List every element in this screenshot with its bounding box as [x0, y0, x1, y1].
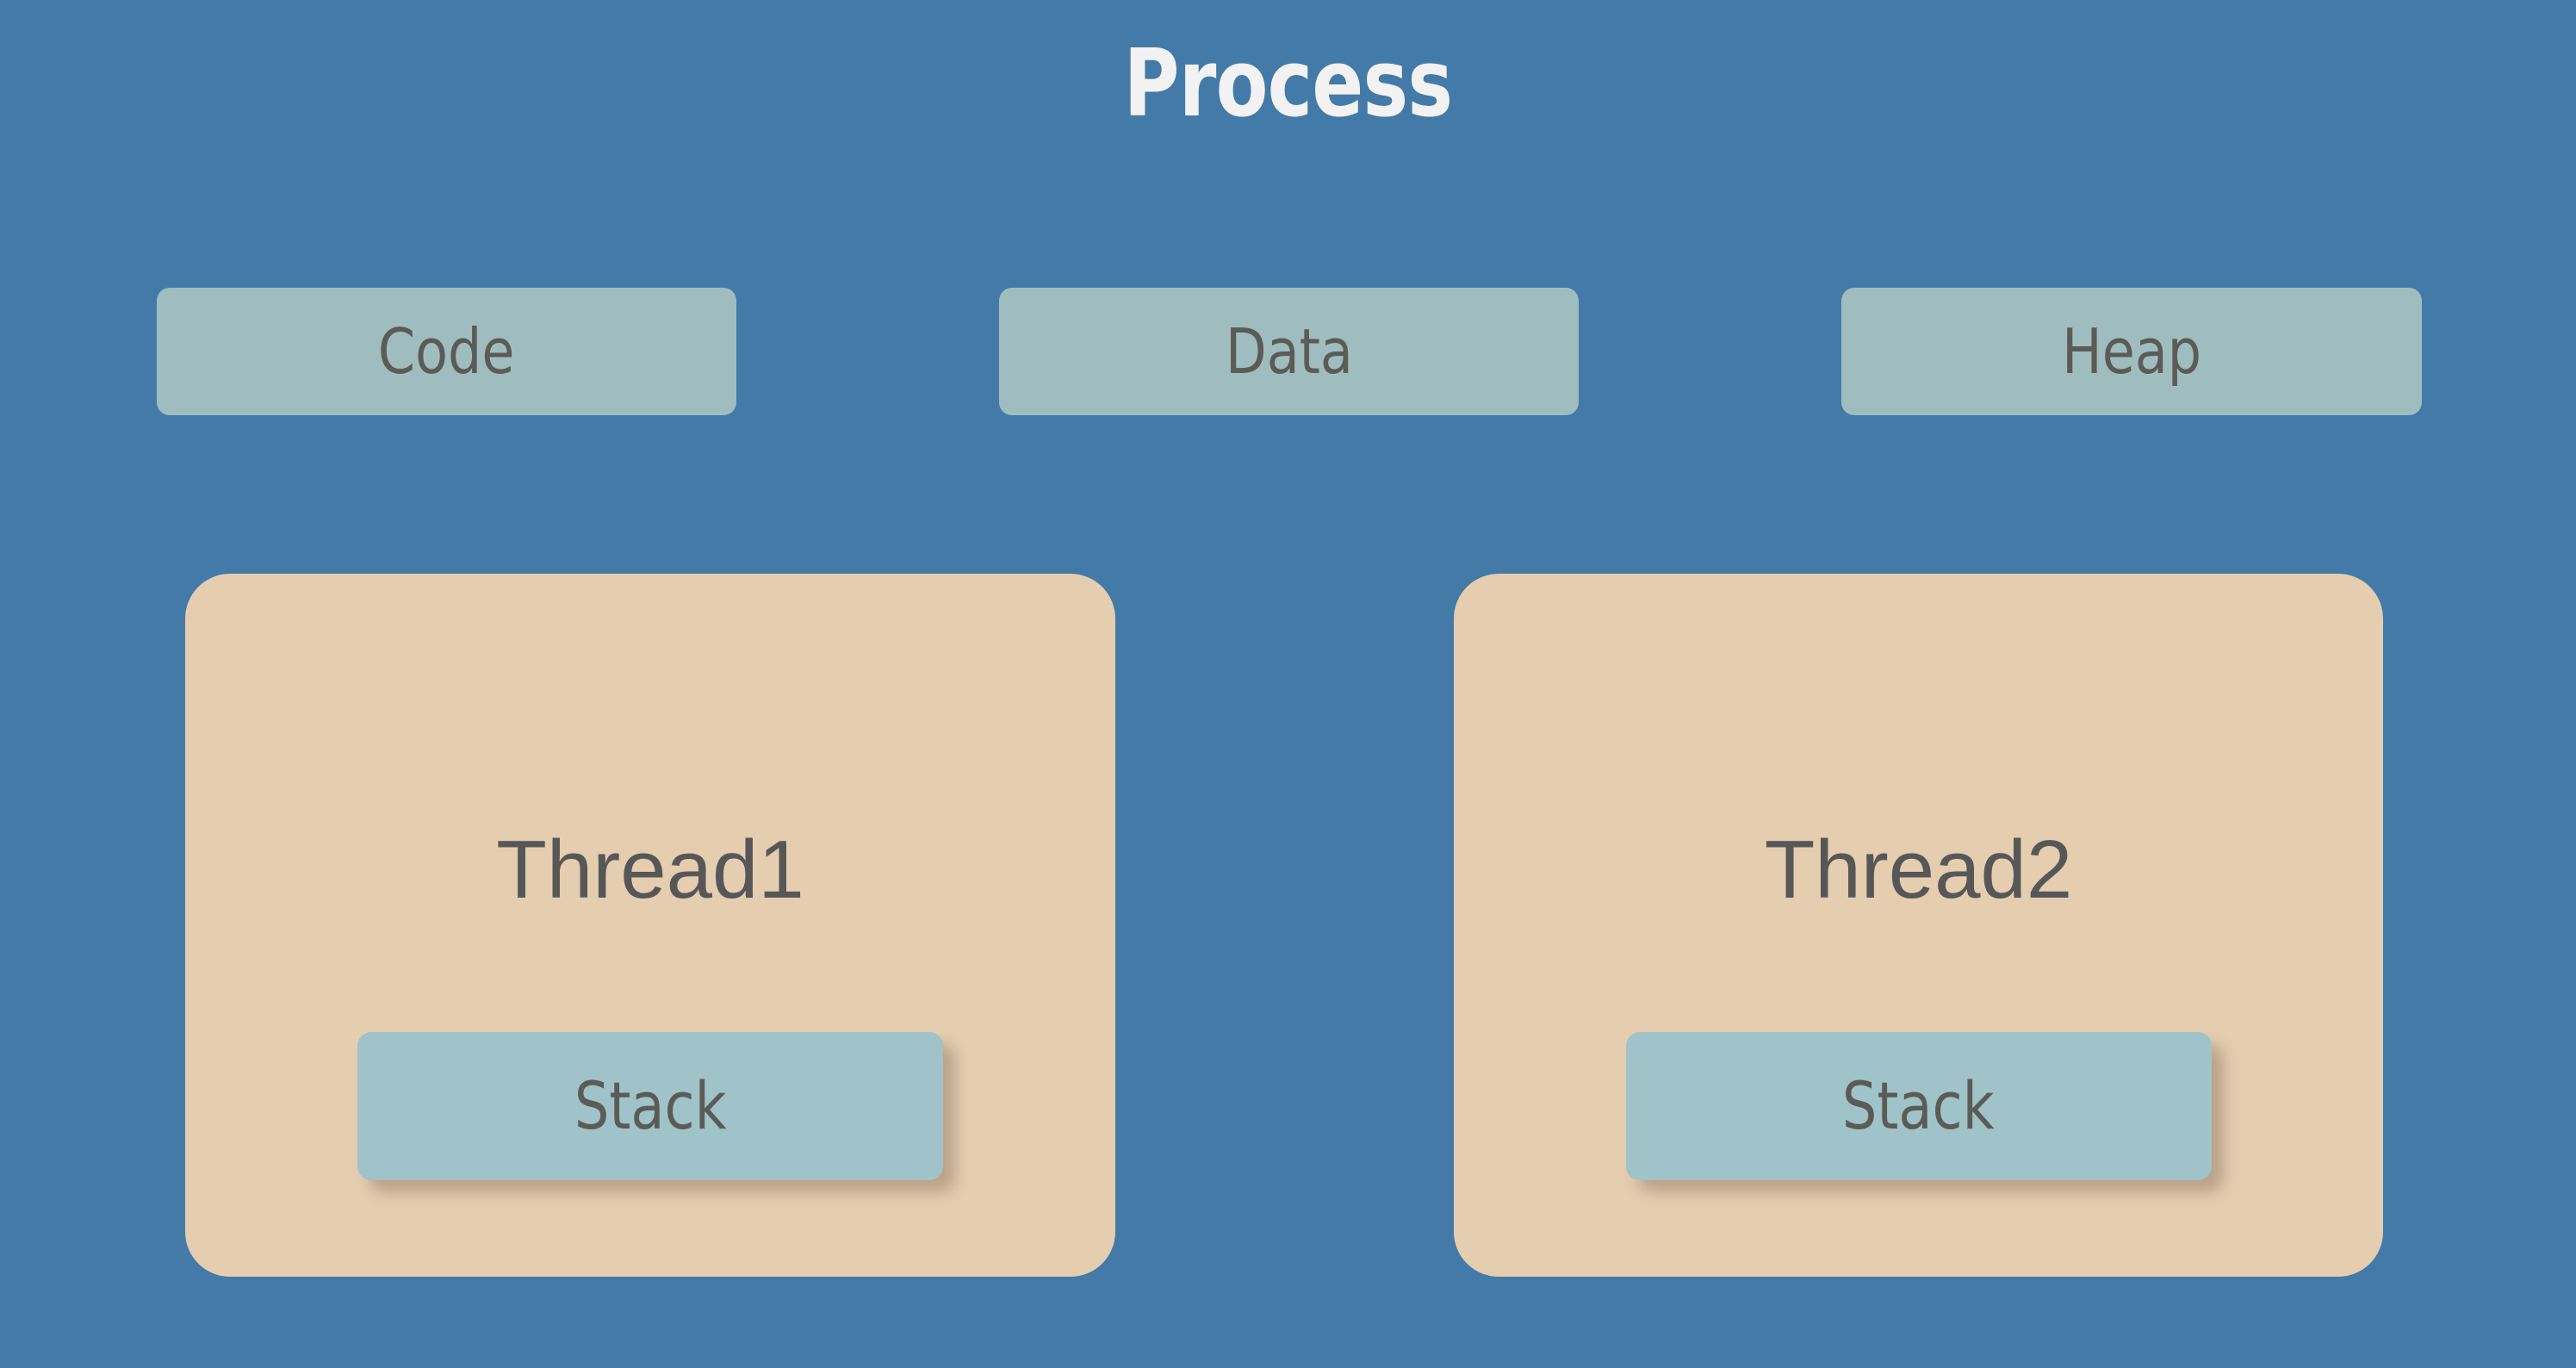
- thread-box-2[interactable]: Thread2 Stack: [1454, 574, 2383, 1277]
- thread-1-stack-label: Stack: [574, 1067, 727, 1144]
- thread-2-label: Thread2: [1764, 824, 2073, 916]
- thread-2-stack-label: Stack: [1842, 1067, 1995, 1144]
- memory-segment-data-label: Data: [1225, 315, 1353, 388]
- thread-2-stack-box[interactable]: Stack: [1625, 1032, 2212, 1180]
- memory-segment-code[interactable]: Code: [157, 288, 736, 415]
- memory-segment-heap[interactable]: Heap: [1841, 288, 2422, 415]
- memory-segment-code-label: Code: [378, 315, 515, 388]
- thread-1-label: Thread1: [496, 824, 804, 916]
- memory-segment-data[interactable]: Data: [999, 288, 1579, 415]
- memory-segment-heap-label: Heap: [2062, 315, 2201, 388]
- page-title: Process: [1123, 30, 1453, 138]
- thread-box-1[interactable]: Thread1 Stack: [185, 574, 1115, 1277]
- thread-1-stack-box[interactable]: Stack: [357, 1032, 943, 1180]
